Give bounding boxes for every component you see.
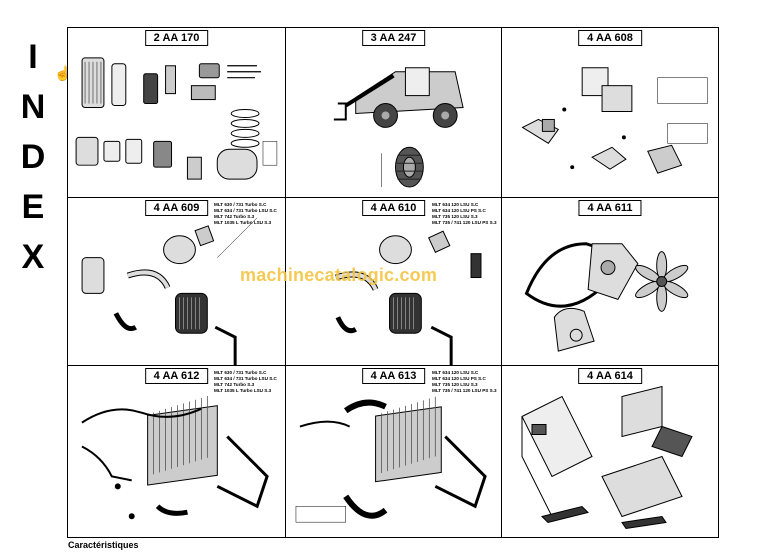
section-4aa608[interactable]: 4 AA 608 bbox=[502, 28, 718, 198]
model-item: MLT 630 / 731 Turbo S.C bbox=[214, 202, 267, 207]
watermark: machinecatalogic.com bbox=[240, 265, 438, 285]
index-letter: I bbox=[28, 38, 38, 76]
section-ref: 4 AA 608 bbox=[578, 30, 642, 46]
model-list: MLT 634 120 LSU S.C MLT 634 120 LSU PS S… bbox=[432, 370, 497, 394]
telehandler-illustration bbox=[333, 67, 464, 188]
section-ref: 4 AA 613 bbox=[361, 368, 426, 384]
section-4aa609[interactable]: 4 AA 609 MLT 630 / 731 Turbo S.C MLT 634… bbox=[68, 198, 286, 366]
model-item: MLT 735 / 741 120 LSU PS S.3 bbox=[432, 388, 497, 393]
section-ref: 4 AA 609 bbox=[144, 200, 209, 216]
model-item: MLT 735 120 LSU S.3 bbox=[432, 382, 478, 387]
model-item: MLT 1035 L Turbo LSU S.3 bbox=[214, 220, 272, 225]
radiator-illustration bbox=[295, 396, 487, 523]
section-2aa170[interactable]: 2 AA 170 bbox=[68, 28, 286, 198]
section-4aa612[interactable]: 4 AA 612 MLT 630 / 731 Turbo S.C MLT 634… bbox=[68, 366, 286, 537]
model-item: MLT 735 / 741 120 LSU PS S.3 bbox=[432, 220, 497, 225]
index-letter: E bbox=[21, 188, 45, 226]
model-list: MLT 630 / 731 Turbo S.C MLT 634 / 731 Tu… bbox=[214, 202, 277, 226]
model-item: MLT 634 120 LSU PS S.C bbox=[432, 376, 486, 381]
section-4aa611[interactable]: 4 AA 611 bbox=[502, 198, 718, 366]
model-item: MLT 634 120 LSU S.C bbox=[432, 202, 479, 207]
model-item: MLT 634 / 731 Turbo LSU S.C bbox=[214, 208, 277, 213]
section-ref: 3 AA 247 bbox=[361, 30, 426, 46]
section-ref: 4 AA 610 bbox=[361, 200, 426, 216]
model-item: MLT 742 Turbo S.3 bbox=[214, 382, 255, 387]
model-item: MLT 634 120 LSU PS S.C bbox=[432, 208, 486, 213]
section-4aa614[interactable]: 4 AA 614 bbox=[502, 366, 718, 537]
mounts-illustration bbox=[521, 67, 708, 174]
model-list: MLT 634 120 LSU S.C MLT 634 120 LSU PS S… bbox=[432, 202, 497, 226]
section-ref: 2 AA 170 bbox=[144, 30, 209, 46]
model-item: MLT 634 120 LSU S.C bbox=[432, 370, 479, 375]
radiator-illustration bbox=[81, 396, 269, 520]
model-item: MLT 1035 L Turbo LSU S.3 bbox=[214, 388, 272, 393]
air-intake-illustration bbox=[334, 230, 482, 365]
fan-belt-illustration bbox=[524, 242, 689, 352]
index-title: I N D E X bbox=[18, 40, 48, 290]
page-footer: Caractéristiques bbox=[68, 540, 139, 550]
model-item: MLT 634 / 731 Turbo LSU S.C bbox=[214, 376, 277, 381]
model-item: MLT 630 / 731 Turbo S.C bbox=[214, 370, 267, 375]
parts-index-grid: 2 AA 170 3 AA 247 bbox=[67, 27, 719, 538]
model-item: MLT 742 Turbo S.3 bbox=[214, 214, 255, 219]
index-letter: D bbox=[20, 138, 46, 176]
section-ref: 4 AA 614 bbox=[578, 368, 642, 384]
section-3aa247[interactable]: 3 AA 247 bbox=[286, 28, 502, 198]
model-item: MLT 735 120 LSU S.3 bbox=[432, 214, 478, 219]
index-letter: N bbox=[20, 88, 46, 126]
section-ref: 4 AA 612 bbox=[144, 368, 209, 384]
section-4aa610[interactable]: 4 AA 610 MLT 634 120 LSU S.C MLT 634 120… bbox=[286, 198, 502, 366]
section-4aa613[interactable]: 4 AA 613 MLT 634 120 LSU S.C MLT 634 120… bbox=[286, 366, 502, 537]
filters-illustration bbox=[75, 57, 278, 180]
air-intake-illustration bbox=[81, 217, 258, 365]
index-letter: X bbox=[21, 238, 45, 276]
section-ref: 4 AA 611 bbox=[578, 200, 642, 216]
cowling-illustration bbox=[521, 385, 693, 530]
model-list: MLT 630 / 731 Turbo S.C MLT 634 / 731 Tu… bbox=[214, 370, 277, 394]
